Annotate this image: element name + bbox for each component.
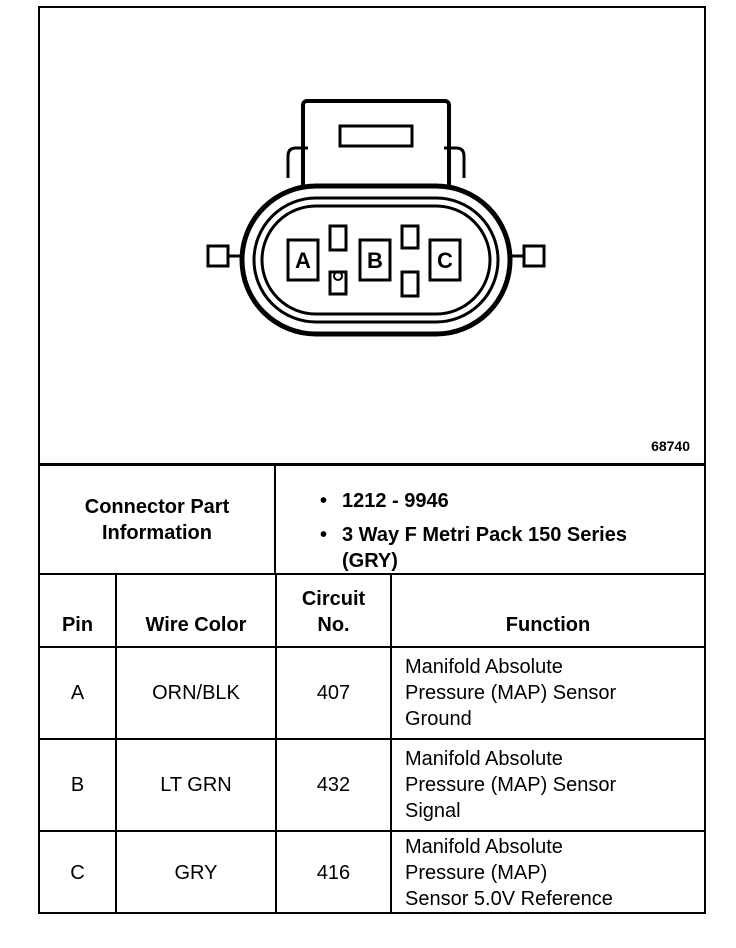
- row-c-function-line1: Manifold Absolute: [405, 836, 563, 858]
- row-a-pin: A: [70, 682, 85, 704]
- row-c-function-line3: Sensor 5.0V Reference: [405, 888, 613, 910]
- figure-number: 68740: [651, 438, 690, 454]
- part-number: 1212 - 9946: [342, 490, 449, 512]
- connector-drawing: A B C: [206, 99, 546, 337]
- connector-part-info: Connector Part Information • 1212 - 9946…: [40, 463, 704, 575]
- part-info-label-line1: Connector Part: [84, 495, 230, 518]
- connector-illustration: A B C 68740: [40, 8, 704, 461]
- row-b-function-line3: Signal: [405, 800, 461, 822]
- connector-document: A B C 68740 Connector Part Information •…: [38, 6, 706, 914]
- row-a-function-line2: Pressure (MAP) Sensor: [405, 682, 617, 704]
- row-c-circuit: 416: [316, 862, 351, 884]
- row-b-pin: B: [70, 774, 85, 796]
- row-c-pin: C: [70, 862, 85, 884]
- row-b-function: Manifold Absolute Pressure (MAP) Sensor …: [392, 740, 704, 830]
- pin-label-c: C: [437, 248, 453, 273]
- row-a-circuit: 407: [316, 682, 351, 704]
- row-a-function-line3: Ground: [405, 708, 472, 730]
- row-b-function-line1: Manifold Absolute: [405, 748, 563, 770]
- row-b-wire-color: LT GRN: [160, 774, 232, 796]
- row-c-function-line2: Pressure (MAP): [405, 862, 548, 884]
- header-circuit-line1: Circuit: [301, 588, 366, 610]
- part-info-label: Connector Part Information: [40, 466, 276, 573]
- bullet-icon: •: [320, 524, 328, 546]
- header-pin: Pin: [61, 614, 94, 636]
- row-a-function-line1: Manifold Absolute: [405, 656, 563, 678]
- header-circuit-line2: No.: [317, 614, 350, 636]
- header-function: Function: [505, 614, 591, 636]
- bullet-icon: •: [320, 490, 328, 512]
- connector-type: 3 Way F Metri Pack 150 Series (GRY): [342, 524, 627, 572]
- pin-label-a: A: [295, 248, 311, 273]
- row-c-function: Manifold Absolute Pressure (MAP) Sensor …: [392, 832, 704, 914]
- row-b-function-line2: Pressure (MAP) Sensor: [405, 774, 617, 796]
- part-info-details: • 1212 - 9946 • 3 Way F Metri Pack 150 S…: [276, 466, 704, 573]
- row-a-wire-color: ORN/BLK: [152, 682, 240, 704]
- row-c-wire-color: GRY: [174, 862, 218, 884]
- pinout-table: Pin Wire Color Circuit No. Function A OR…: [40, 575, 704, 914]
- part-info-label-line2: Information: [102, 521, 212, 544]
- row-a-function: Manifold Absolute Pressure (MAP) Sensor …: [392, 648, 704, 738]
- header-circuit-no: Circuit No.: [277, 575, 390, 646]
- header-wire-color: Wire Color: [145, 614, 247, 636]
- row-b-circuit: 432: [316, 774, 351, 796]
- pin-label-b: B: [367, 248, 383, 273]
